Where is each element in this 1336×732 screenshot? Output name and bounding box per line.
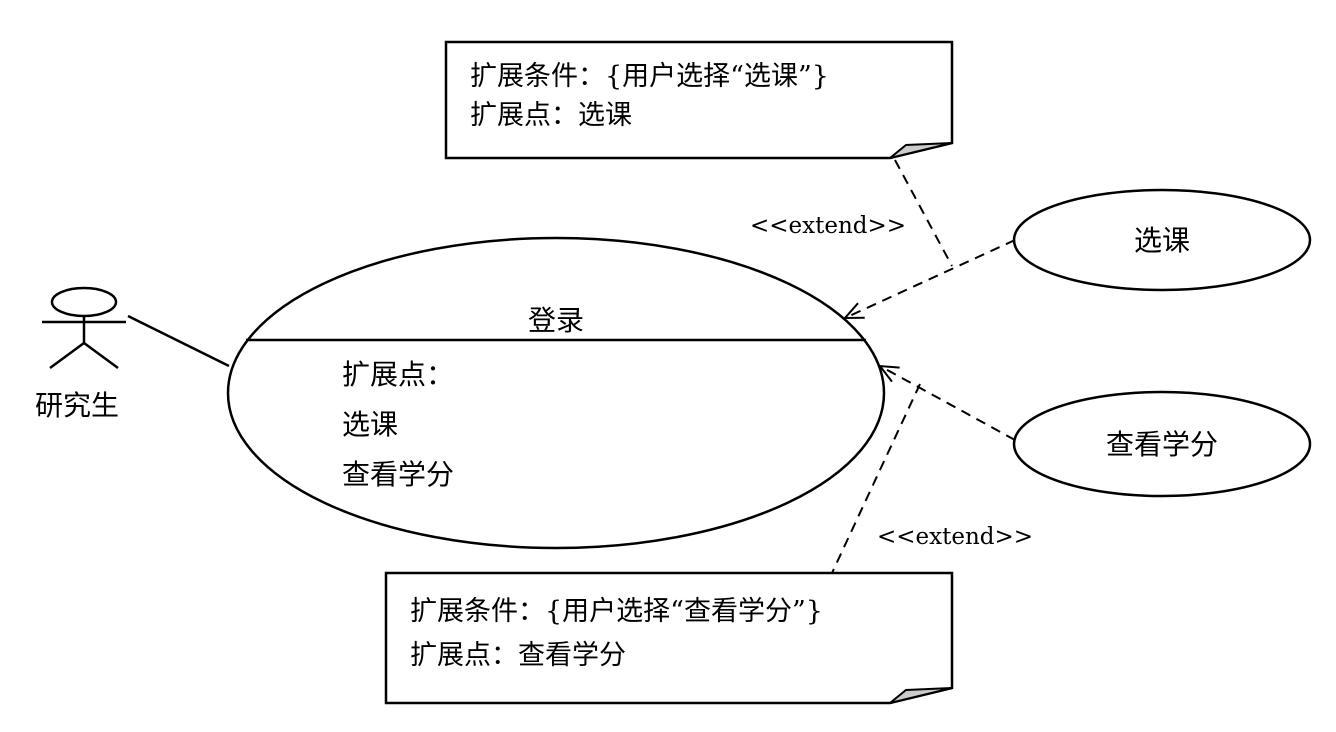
actor[interactable]: 研究生 [35, 286, 126, 422]
note-point-text: 扩展点：选课 [470, 100, 632, 131]
actor-head [50, 286, 118, 318]
use-case-name: 登录 [528, 304, 584, 337]
association-line [127, 314, 230, 368]
actor-name: 研究生 [35, 389, 119, 422]
extension-point: 选课 [342, 408, 398, 441]
note-anchor-line [831, 383, 921, 574]
use-case-select-course[interactable]: 选课 [1012, 188, 1312, 292]
note-extend-select-course: 扩展条件：{用户选择“选课”} 扩展点：选课 [444, 40, 954, 160]
extension-points-label: 扩展点： [342, 358, 454, 391]
use-case-name: 选课 [1134, 224, 1190, 257]
use-case-name: 查看学分 [1106, 428, 1218, 461]
note-point-text: 扩展点：查看学分 [410, 640, 626, 671]
note-condition-text: 扩展条件：{用户选择“选课”} [470, 61, 829, 92]
extension-point: 查看学分 [342, 458, 454, 491]
use-case-login[interactable]: 登录 扩展点： 选课 查看学分 [226, 236, 886, 550]
extend-arrow [845, 239, 1016, 318]
extend-label: <<extend>> [877, 524, 1033, 550]
note-extend-view-credits: 扩展条件：{用户选择“查看学分”} 扩展点：查看学分 [384, 571, 954, 705]
extend-label: <<extend>> [750, 213, 906, 239]
use-case-view-credits[interactable]: 查看学分 [1012, 390, 1312, 498]
note-condition-text: 扩展条件：{用户选择“查看学分”} [410, 596, 823, 627]
extend-arrow [880, 366, 1016, 441]
note-anchor-line [894, 159, 953, 267]
